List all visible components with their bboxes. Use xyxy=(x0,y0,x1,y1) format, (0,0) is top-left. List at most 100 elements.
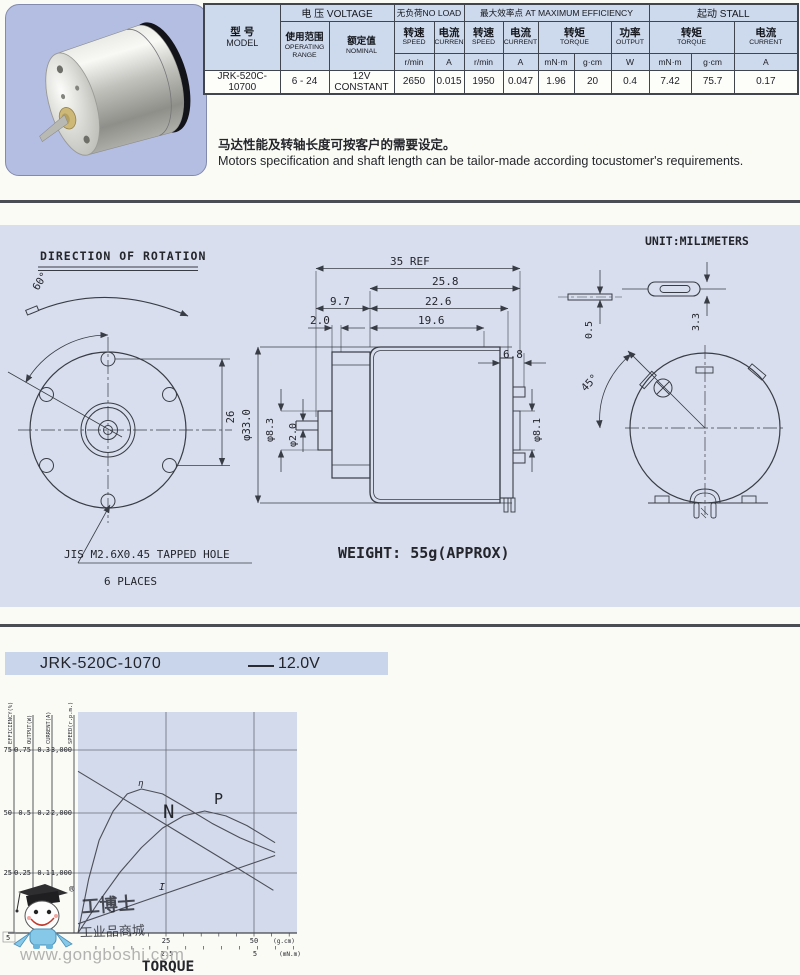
xunit-gcm: (g.cm) xyxy=(273,938,295,945)
cell-maxeff-torque-gcm: 20 xyxy=(573,69,612,94)
angle-60-arc xyxy=(25,331,109,383)
plot-area xyxy=(78,712,297,933)
chart-voltage-label: 12.0V xyxy=(278,655,320,672)
performance-chart-svg: EFFICIENCY(%) OUTPUT(W) CURRENT(A) SPEED… xyxy=(2,702,301,975)
speed-en: SPEED xyxy=(402,39,426,47)
rotation-arc-start-marker xyxy=(25,305,40,316)
tick-eff-25: 25 xyxy=(4,869,12,877)
cell-noload-speed: 2650 xyxy=(393,69,435,94)
operating-range-header: 使用范围 OPERATING RANGE xyxy=(279,20,330,71)
watermark: 5 ® xyxy=(2,884,184,964)
dim-20-label: 2.0 xyxy=(310,314,330,327)
curve-η xyxy=(77,788,276,934)
speed-zh: 转速 xyxy=(473,27,494,40)
xtick-25: 25 xyxy=(162,937,170,945)
cell-maxeff-current: 0.047 xyxy=(502,69,539,94)
xtick-5: 5 xyxy=(253,950,257,958)
current-zh: 电流 xyxy=(755,27,777,40)
watermark-site: www.gongboshi.com xyxy=(19,945,184,964)
separator-bottom xyxy=(0,624,800,627)
model-header-zh: 型 号 xyxy=(230,26,255,39)
direction-of-rotation-label: DIRECTION OF ROTATION xyxy=(40,249,206,263)
watermark-corner: 5 xyxy=(6,934,10,942)
tick-cur-03: 0.3 xyxy=(37,746,50,754)
cell-stall-current: 0.17 xyxy=(733,69,799,94)
curve-N xyxy=(77,770,274,891)
dim-05-label: 0.5 xyxy=(584,321,595,339)
voltage-group-header: 电 压 VOLTAGE xyxy=(279,3,395,22)
axis-title-efficiency: EFFICIENCY(%) xyxy=(8,702,14,744)
unit-a: A xyxy=(733,52,799,71)
unit-a: A xyxy=(502,52,539,71)
motor-photo-image xyxy=(39,22,191,156)
registered-mark: ® xyxy=(69,885,75,895)
torque-zh: 转矩 xyxy=(681,27,703,40)
current-zh: 电流 xyxy=(438,27,460,40)
nominal-header: 额定值 NOMINAL xyxy=(328,20,395,71)
noload-current-header: 电流 CURRENT xyxy=(433,20,465,54)
unit-milimeters-label: UNIT:MILIMETERS xyxy=(645,234,749,248)
xunit-mnm: (mN.m) xyxy=(279,951,301,958)
mascot-logo xyxy=(13,884,73,949)
xtick-2p5: 2.5 xyxy=(161,950,174,958)
cell-output: 0.4 xyxy=(610,69,650,94)
speed-en: SPEED xyxy=(471,39,496,47)
unit-gcm: g·cm xyxy=(690,52,735,71)
maxeff-output-header: 功率 OUTPUT xyxy=(610,20,650,54)
cell-model: JRK-520C-10700 xyxy=(203,69,281,94)
torque-zh: 转矩 xyxy=(564,27,585,40)
curve-label-power: P xyxy=(214,790,223,808)
nominal-zh: 额定值 xyxy=(347,35,376,47)
angle-45-label: 45° xyxy=(579,372,601,394)
dia-81-label: φ8.1 xyxy=(532,418,543,442)
rear-view: UNIT:MILIMETERS 0.5 3.3 xyxy=(558,234,785,519)
noload-speed-header: 转速 SPEED xyxy=(393,20,435,54)
y-axis-titles: EFFICIENCY(%) OUTPUT(W) CURRENT(A) SPEED… xyxy=(8,702,74,744)
cell-stall-torque-gcm: 75.7 xyxy=(690,69,735,94)
xtick-50: 50 xyxy=(250,937,258,945)
maxeff-speed-header: 转速 SPEED xyxy=(463,20,504,54)
curve-label-current: I xyxy=(159,882,165,893)
current-en: CURRENT xyxy=(503,39,538,47)
legend-line-sample xyxy=(248,665,274,667)
tick-out-05: 0.5 xyxy=(18,809,31,817)
technical-drawing-section: DIRECTION OF ROTATION xyxy=(0,225,800,607)
curve-label-efficiency: η xyxy=(138,779,144,789)
tick-eff-75: 75 xyxy=(4,746,12,754)
side-view: 35 REF 25.8 9.7 22.6 2.0 xyxy=(241,255,546,562)
notes: 马达性能及转轴长度可按客户的需要设定。 Motors specification… xyxy=(218,138,796,169)
operating-en2: RANGE xyxy=(292,51,317,59)
cell-noload-current: 0.015 xyxy=(433,69,465,94)
stall-current-header: 电流 CURRENT xyxy=(733,20,799,54)
model-header: 型 号 MODEL xyxy=(203,3,281,71)
axis-title-current: CURRENT(A) xyxy=(46,712,52,744)
tick-spd-1000: 1,000 xyxy=(51,869,72,877)
current-en: CURRENT xyxy=(434,39,464,47)
tick-cur-02: 0.2 xyxy=(37,809,50,817)
unit-rpm: r/min xyxy=(393,52,435,71)
motor-photo xyxy=(5,4,207,176)
dim-68-label: 6.8 xyxy=(503,348,523,361)
front-view: DIRECTION OF ROTATION xyxy=(7,249,252,588)
torque-en: TORQUE xyxy=(560,39,589,47)
dia-2-label: φ2.0 xyxy=(288,423,299,447)
dim-196-label: 19.6 xyxy=(418,314,445,327)
separator-top xyxy=(0,200,800,203)
tapped-hole-label: JIS M2.6X0.45 TAPPED HOLE xyxy=(64,548,230,561)
performance-chart: EFFICIENCY(%) OUTPUT(W) CURRENT(A) SPEED… xyxy=(0,682,460,975)
nominal-en: NOMINAL xyxy=(346,47,377,55)
unit-gcm: g·cm xyxy=(573,52,612,71)
maxeff-current-header: 电流 CURRENT xyxy=(502,20,539,54)
unit-w: W xyxy=(610,52,650,71)
curve-label-speed: N xyxy=(163,801,174,823)
curve-I xyxy=(77,854,276,925)
watermark-cn2: 工业品商城 xyxy=(80,923,145,940)
dim-97-label: 9.7 xyxy=(330,295,350,308)
rotation-arrow xyxy=(29,296,189,317)
axis-title-output: OUTPUT(W) xyxy=(27,715,33,744)
curves xyxy=(77,770,276,934)
gridlines xyxy=(8,712,297,933)
chart-banner: JRK-520C-1070 12.0V xyxy=(5,652,388,675)
weight-label: WEIGHT: 55g(APPROX) xyxy=(338,544,510,562)
tick-spd-2000: 2,000 xyxy=(51,809,72,817)
